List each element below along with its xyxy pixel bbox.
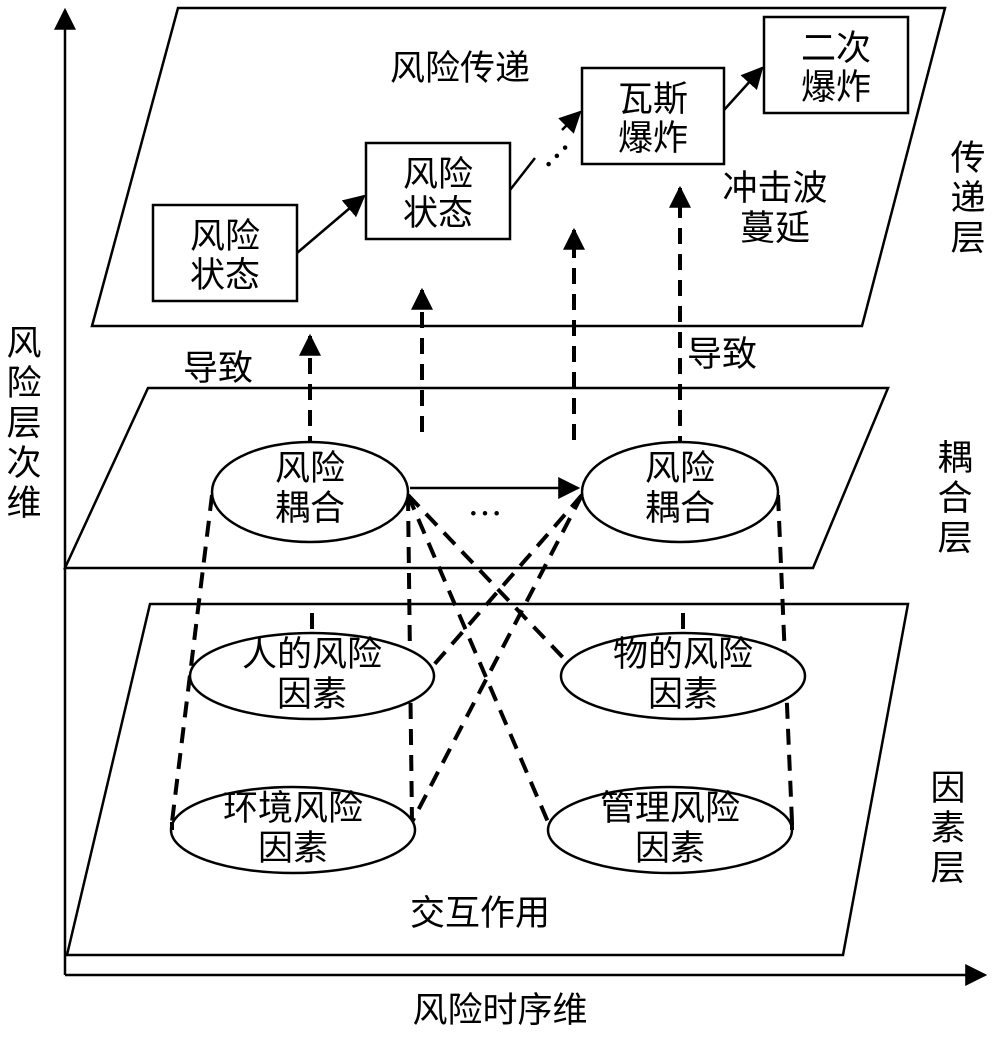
risk-coupling-node-1: 风险 耦合: [210, 440, 410, 544]
factor-layer-plane: [65, 602, 910, 957]
svg-text:层: 层: [930, 849, 965, 889]
environment-factor-line2: 因素: [258, 829, 328, 869]
coupling-layer-plane: [63, 386, 890, 570]
svg-text:层: 层: [6, 404, 41, 444]
factor-layer-label: 因 素 层: [930, 769, 965, 889]
factor-cylinder-edges: [170, 822, 794, 830]
risk-state-1-line1: 风险: [190, 217, 260, 257]
upward-cause-arrows: [299, 185, 691, 452]
management-risk-factor-node: 管理风险 因素: [546, 785, 794, 875]
transfer-layer-label: 传 递 层: [950, 139, 985, 259]
arrow-state1-to-state2: [296, 194, 366, 254]
management-factor-line2: 因素: [635, 829, 705, 869]
gas-explosion-line1: 瓦斯: [618, 80, 688, 120]
svg-text:风: 风: [6, 324, 41, 364]
svg-text:传: 传: [950, 139, 985, 179]
risk-state-box-2: 风险 状态: [364, 141, 512, 241]
secondary-explosion-line2: 爆炸: [801, 68, 871, 108]
arrow-gas-to-secondary: [723, 66, 764, 111]
human-factor-line1: 人的风险: [242, 635, 382, 675]
arrow-to-gas-explosion: [558, 110, 582, 134]
environment-risk-factor-node: 环境风险 因素: [169, 785, 417, 875]
dashed-connections: [170, 493, 794, 823]
shockwave-line2: 蔓延: [740, 209, 810, 249]
coupling-ellipsis: …: [468, 484, 503, 524]
risk-state-2-line2: 状态: [403, 194, 473, 234]
risk-coupling-2-line2: 耦合: [645, 489, 715, 529]
secondary-explosion-line1: 二次: [801, 29, 871, 69]
arrow-state2-segment: [509, 157, 536, 191]
risk-coupling-1-line2: 耦合: [275, 489, 345, 529]
svg-text:因: 因: [930, 769, 965, 809]
cause-label-right: 导致: [687, 335, 757, 375]
gas-explosion-line2: 爆炸: [618, 119, 688, 159]
horizontal-axis-label: 风险时序维: [412, 991, 587, 1031]
svg-text:层: 层: [950, 219, 985, 259]
shockwave-line1: 冲击波: [722, 169, 827, 209]
risk-coupling-node-2: 风险 耦合: [580, 440, 780, 544]
risk-state-2-line1: 风险: [403, 155, 473, 195]
object-risk-factor-node: 物的风险 因素: [559, 631, 807, 721]
svg-text:递: 递: [950, 179, 985, 219]
cause-label-left: 导致: [183, 349, 253, 389]
svg-text:险: 险: [6, 364, 41, 404]
svg-text:素: 素: [930, 809, 965, 849]
transfer-layer-plane: [90, 6, 947, 328]
risk-coupling-1-line1: 风险: [275, 449, 345, 489]
risk-state-box-1: 风险 状态: [151, 203, 299, 303]
svg-text:层: 层: [937, 519, 972, 559]
svg-text:维: 维: [6, 484, 41, 524]
risk-state-1-line2: 状态: [190, 256, 260, 296]
svg-text:合: 合: [937, 479, 972, 519]
human-risk-factor-node: 人的风险 因素: [188, 631, 436, 721]
management-factor-line1: 管理风险: [600, 789, 740, 829]
risk-coupling-2-line1: 风险: [645, 449, 715, 489]
transfer-layer-title: 风险传递: [390, 49, 530, 89]
coupling-layer-label: 耦 合 层: [937, 439, 972, 559]
environment-factor-line1: 环境风险: [223, 789, 363, 829]
svg-text:耦: 耦: [937, 439, 972, 479]
human-factor-line2: 因素: [277, 675, 347, 715]
transfer-ellipsis: …: [524, 123, 577, 176]
secondary-explosion-box: 二次 爆炸: [762, 15, 910, 115]
object-factor-line1: 物的风险: [613, 635, 753, 675]
object-factor-line2: 因素: [648, 675, 718, 715]
vertical-axis-label: 风 险 层 次 维: [6, 324, 41, 524]
svg-text:次: 次: [6, 444, 41, 484]
gas-explosion-box: 瓦斯 爆炸: [580, 66, 726, 166]
factor-layer-title: 交互作用: [410, 894, 550, 934]
